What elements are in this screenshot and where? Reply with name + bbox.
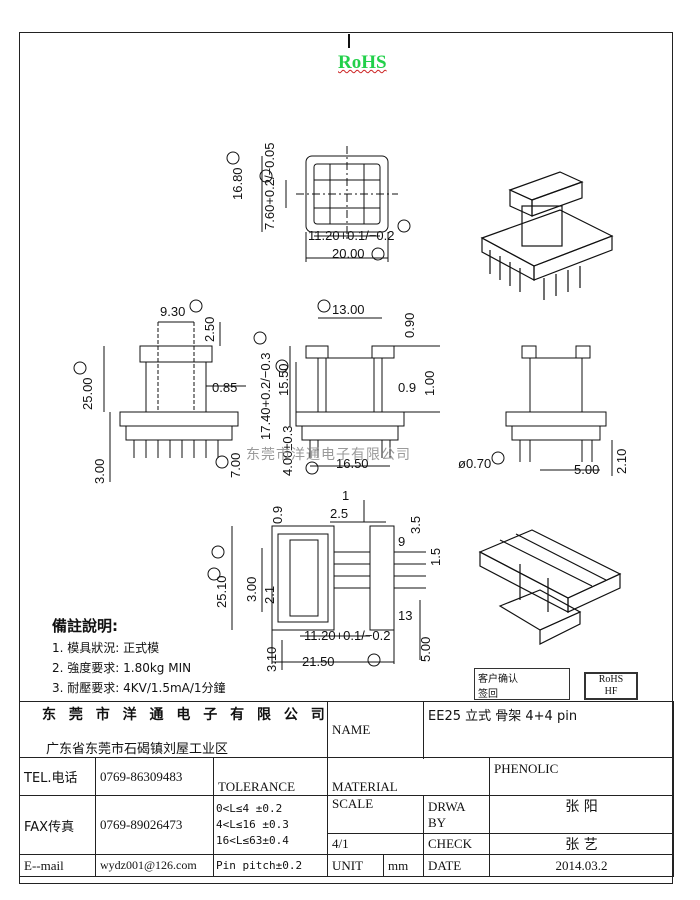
dim-bot-1: 1 [342,488,349,503]
rohs-stamp-label: RoHS [598,674,624,685]
right-view [505,345,613,476]
unit-value: mm [383,854,425,877]
tel-value: 0769-86309483 [95,757,214,796]
fax-label: FAX传真 [19,795,96,855]
dim-front-930: 9.30 [160,304,185,319]
rohs-hf-stamp: RoHS HF [584,672,638,700]
note-item: 3. 耐壓要求: 4KV/1.5mA/1分鐘 [52,681,226,695]
name-value: EE25 立式 骨架 4+4 pin [423,701,675,758]
bottom-view [231,500,426,670]
dim-bot-15: 1.5 [428,548,443,566]
dim-bot-9: 9 [398,534,405,549]
pin-pitch: Pin pitch±0.2 [212,854,329,877]
watermark: 东莞市洋通电子有限公司 [246,447,411,463]
rohs-label: RoHS [338,52,387,73]
fax-value: 0769-89026473 [95,795,214,855]
front-view [103,321,246,482]
dim-top-height: 16.80 [230,167,245,200]
center-tick [348,34,350,48]
company-cell: 东 莞 市 洋 通 电 子 有 限 公 司 广东省东莞市石碣镇刘屋工业区 [18,701,329,758]
dim-bot-2150: 21.50 [302,654,335,669]
dim-bot-2510: 25.10 [214,575,229,608]
dim-side-1550: 15.50 [276,363,291,396]
date-value: 2014.03.2 [489,854,675,877]
drawing-sheet [19,32,673,884]
dim-front-085: 0.85 [212,380,237,395]
dim-top-inner: 7.60+0.2/−0.05 [262,143,277,230]
dim-front-2500: 25.00 [80,377,95,410]
isometric-view-bottom [478,529,622,645]
dim-side-09: 0.9 [398,380,416,395]
side-view [289,317,440,467]
dim-right-070: ø0.70 [458,456,491,471]
dim-side-1300: 13.00 [332,302,365,317]
scale-label: SCALE [327,795,425,834]
tolerance-row: 16<L≤63±0.4 [216,834,289,847]
title-block: 东 莞 市 洋 通 电 子 有 限 公 司 广东省东莞市石碣镇刘屋工业区 NAM… [18,701,675,877]
dim-top-w1: 11.20+0.1/−0.2 [308,228,395,243]
dim-side-100: 1.00 [422,371,437,396]
dim-front-250: 2.50 [202,317,217,342]
date-label: DATE [423,854,491,877]
dim-front-300: 3.00 [92,459,107,484]
dim-side-400: 4.00±0.3 [280,425,295,476]
hf-stamp-label: HF [604,686,618,697]
drawn-value: 张 阳 [489,795,675,834]
dim-bot-300: 3.00 [244,577,259,602]
dim-bot-500: 5.00 [418,637,433,662]
dim-bot-35: 3.5 [408,516,423,534]
dim-right-500: 5.00 [574,462,599,477]
dim-bot-09: 0.9 [270,506,285,524]
email-label: E--mail [19,854,96,877]
dim-top-w2: 20.00 [332,246,365,261]
material-value: PHENOLIC [489,757,675,796]
dim-side-1740: 17.40+0.2/−0.3 [258,353,273,440]
company-name: 东 莞 市 洋 通 电 子 有 限 公 司 [42,707,328,723]
check-value: 张 艺 [489,833,675,855]
top-view [261,146,398,262]
name-label: NAME [327,701,425,758]
dim-front-700: 7.00 [228,453,243,478]
tolerance-table: 0<L≤4 ±0.2 4<L≤16 ±0.3 16<L≤63±0.4 [212,795,329,855]
unit-label: UNIT [327,854,385,877]
note-item: 1. 模具狀況: 正式模 [52,641,160,655]
tolerance-label: TOLERANCE [212,757,329,796]
check-label: CHECK [423,833,491,855]
customer-confirm-label: 客户确认 [478,674,518,685]
company-address: 广东省东莞市石碣镇刘屋工业区 [46,742,229,757]
dim-bot-25: 2.5 [330,506,348,521]
notes-block: 備註說明: 1. 模具狀況: 正式模 2. 強度要求: 1.80kg MIN 3… [52,616,226,698]
isometric-view-top [480,171,614,300]
tel-label: TEL.电话 [19,757,96,796]
sign-back-label: 签回 [478,689,498,700]
dim-bot-13: 13 [398,608,412,623]
dim-right-210: 2.10 [614,449,629,474]
dim-side-1650: 16.50 [336,456,369,471]
dim-bot-1120: 11.20+0.1/−0.2 [304,628,391,643]
notes-title: 備註說明: [52,617,118,635]
dim-bot-21: 2.1 [262,586,277,604]
material-label: MATERIAL [327,757,491,796]
note-item: 2. 強度要求: 1.80kg MIN [52,661,192,675]
customer-confirm-stamp: 客户确认 签回 [474,668,570,700]
email-value: wydz001@126.com [95,854,214,877]
scale-value: 4/1 [327,833,425,855]
dim-bot-310: 3.10 [264,647,279,672]
drawn-label: DRWA BY [423,795,491,834]
dim-side-090: 0.90 [402,313,417,338]
tolerance-row: 0<L≤4 ±0.2 [216,802,283,815]
tolerance-row: 4<L≤16 ±0.3 [216,818,289,831]
